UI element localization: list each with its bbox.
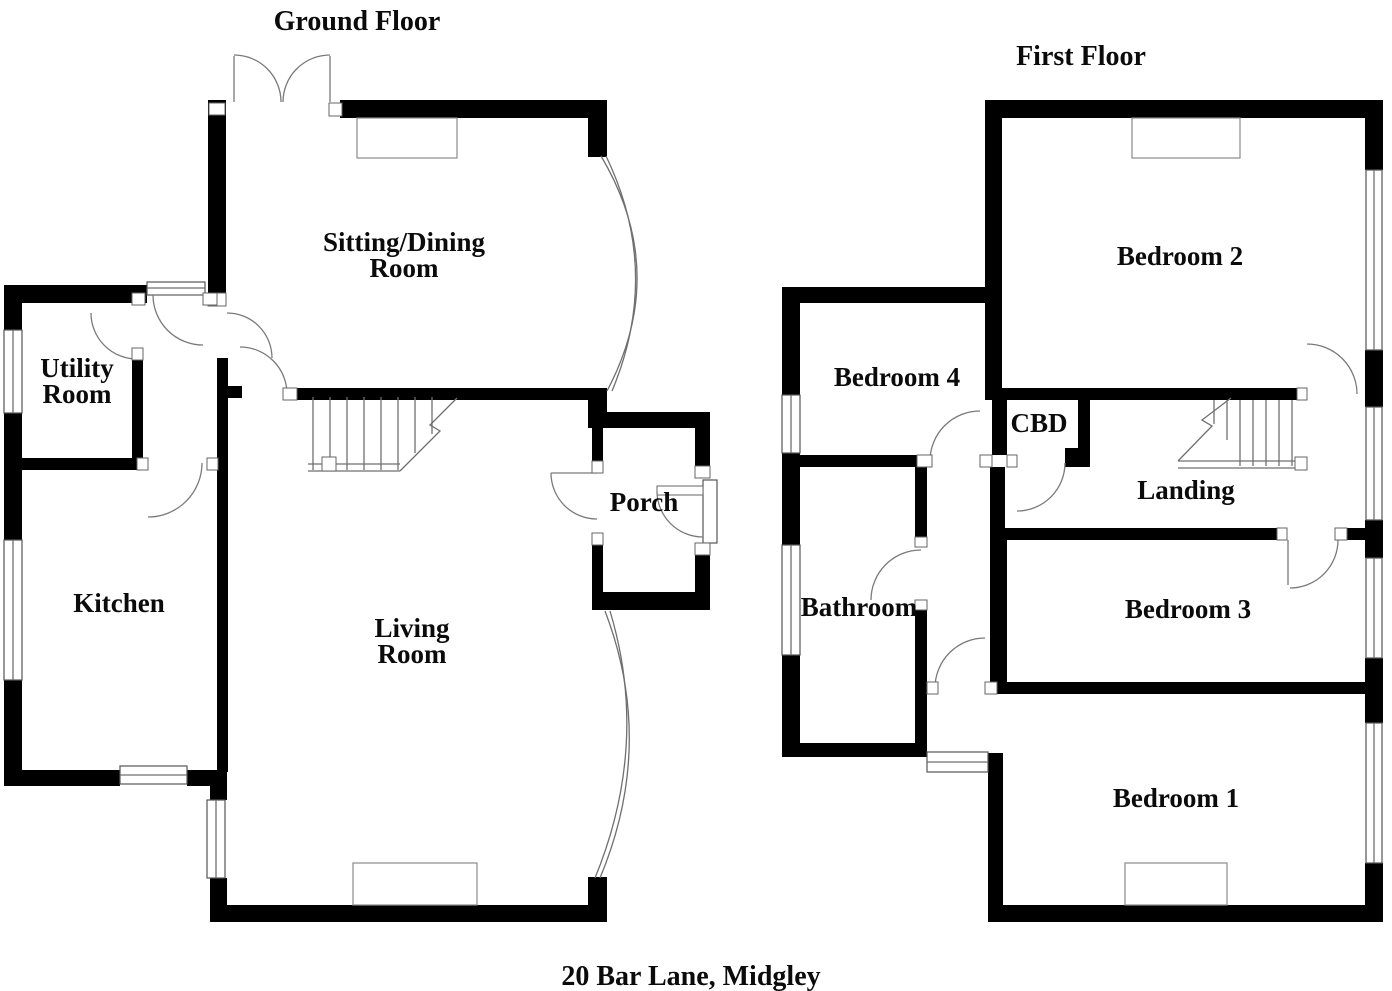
first-floor-fittings	[1124, 117, 1241, 906]
landing-label: Landing	[1137, 475, 1235, 505]
bedroom4-door	[929, 410, 981, 462]
ground-floor-walls	[4, 100, 710, 922]
bedroom2-window	[1365, 169, 1383, 351]
utility-room-label-line1: Utility	[40, 353, 114, 383]
first-floor-doors	[870, 343, 1358, 689]
bathroom-window	[781, 544, 801, 656]
front-door	[656, 485, 704, 538]
sitting-room-label-line1: Sitting/Dining	[323, 227, 486, 257]
living-room-label-line1: Living	[374, 613, 450, 643]
ground-floor-title: Ground Floor	[274, 6, 441, 37]
bedroom3-door	[1287, 539, 1339, 589]
first-floor-plan: First Floor Bedroom 2 Bedroom 4 CBD Land…	[781, 41, 1383, 922]
ground-floor-windows	[3, 281, 718, 879]
porch-inner-door	[550, 472, 598, 520]
utility-room-door	[90, 312, 138, 360]
bedroom3-window	[1365, 557, 1383, 659]
bedroom2-recess	[1131, 117, 1241, 159]
kitchen-rear-window	[119, 765, 188, 785]
bedroom4-label: Bedroom 4	[834, 362, 960, 392]
first-floor-stairs	[1177, 397, 1308, 471]
bathroom-label: Bathroom	[801, 592, 918, 622]
hall-rear-window	[926, 751, 989, 773]
first-floor-windows	[781, 169, 1383, 864]
address-caption: 20 Bar Lane, Midgley	[561, 961, 820, 991]
utility-room-label-line2: Room	[43, 379, 112, 409]
kitchen-side-window	[3, 539, 23, 681]
ground-floor-doors	[90, 54, 704, 538]
first-floor-title: First Floor	[1016, 41, 1146, 72]
sitting-room-door	[226, 312, 273, 359]
sitting-living-door	[239, 346, 288, 395]
hall-entrance-door	[152, 294, 204, 346]
first-floor-jambs	[914, 387, 1348, 695]
ground-floor-stairs	[308, 397, 458, 472]
ground-floor-plan: Ground Floor Sitting/Dining Room Utility…	[3, 6, 718, 922]
kitchen-label: Kitchen	[73, 588, 165, 618]
sitting-room-label-line2: Room	[370, 253, 439, 283]
bedroom1-label: Bedroom 1	[1113, 783, 1239, 813]
bow-window-sitting-room	[600, 155, 638, 392]
hall-window	[146, 281, 206, 296]
sitting-room-recess	[356, 117, 458, 159]
living-room-side-window	[206, 799, 226, 879]
ground-floor-fittings	[352, 117, 478, 906]
cbd-door	[1016, 462, 1066, 512]
bedroom4-window	[781, 394, 801, 454]
utility-window	[3, 329, 23, 414]
porch-side-panel	[702, 479, 718, 544]
bedroom2-door	[1306, 343, 1358, 395]
french-doors-sitting-room	[233, 54, 331, 103]
living-room-label-line2: Room	[378, 639, 447, 669]
bow-window-living-room	[594, 610, 630, 879]
first-floor-walls	[782, 100, 1383, 922]
bedroom1-door	[934, 637, 986, 689]
living-room-recess	[352, 862, 478, 906]
bedroom1-window	[1365, 722, 1383, 864]
bedroom3-label: Bedroom 3	[1125, 594, 1251, 624]
bathroom-door	[870, 549, 922, 601]
porch-label: Porch	[610, 487, 679, 517]
kitchen-door	[147, 462, 203, 518]
landing-window	[1365, 406, 1383, 521]
bedroom2-label: Bedroom 2	[1117, 241, 1243, 271]
bedroom1-recess	[1124, 862, 1228, 906]
cbd-label: CBD	[1010, 408, 1067, 438]
ground-floor-jambs	[131, 102, 711, 556]
